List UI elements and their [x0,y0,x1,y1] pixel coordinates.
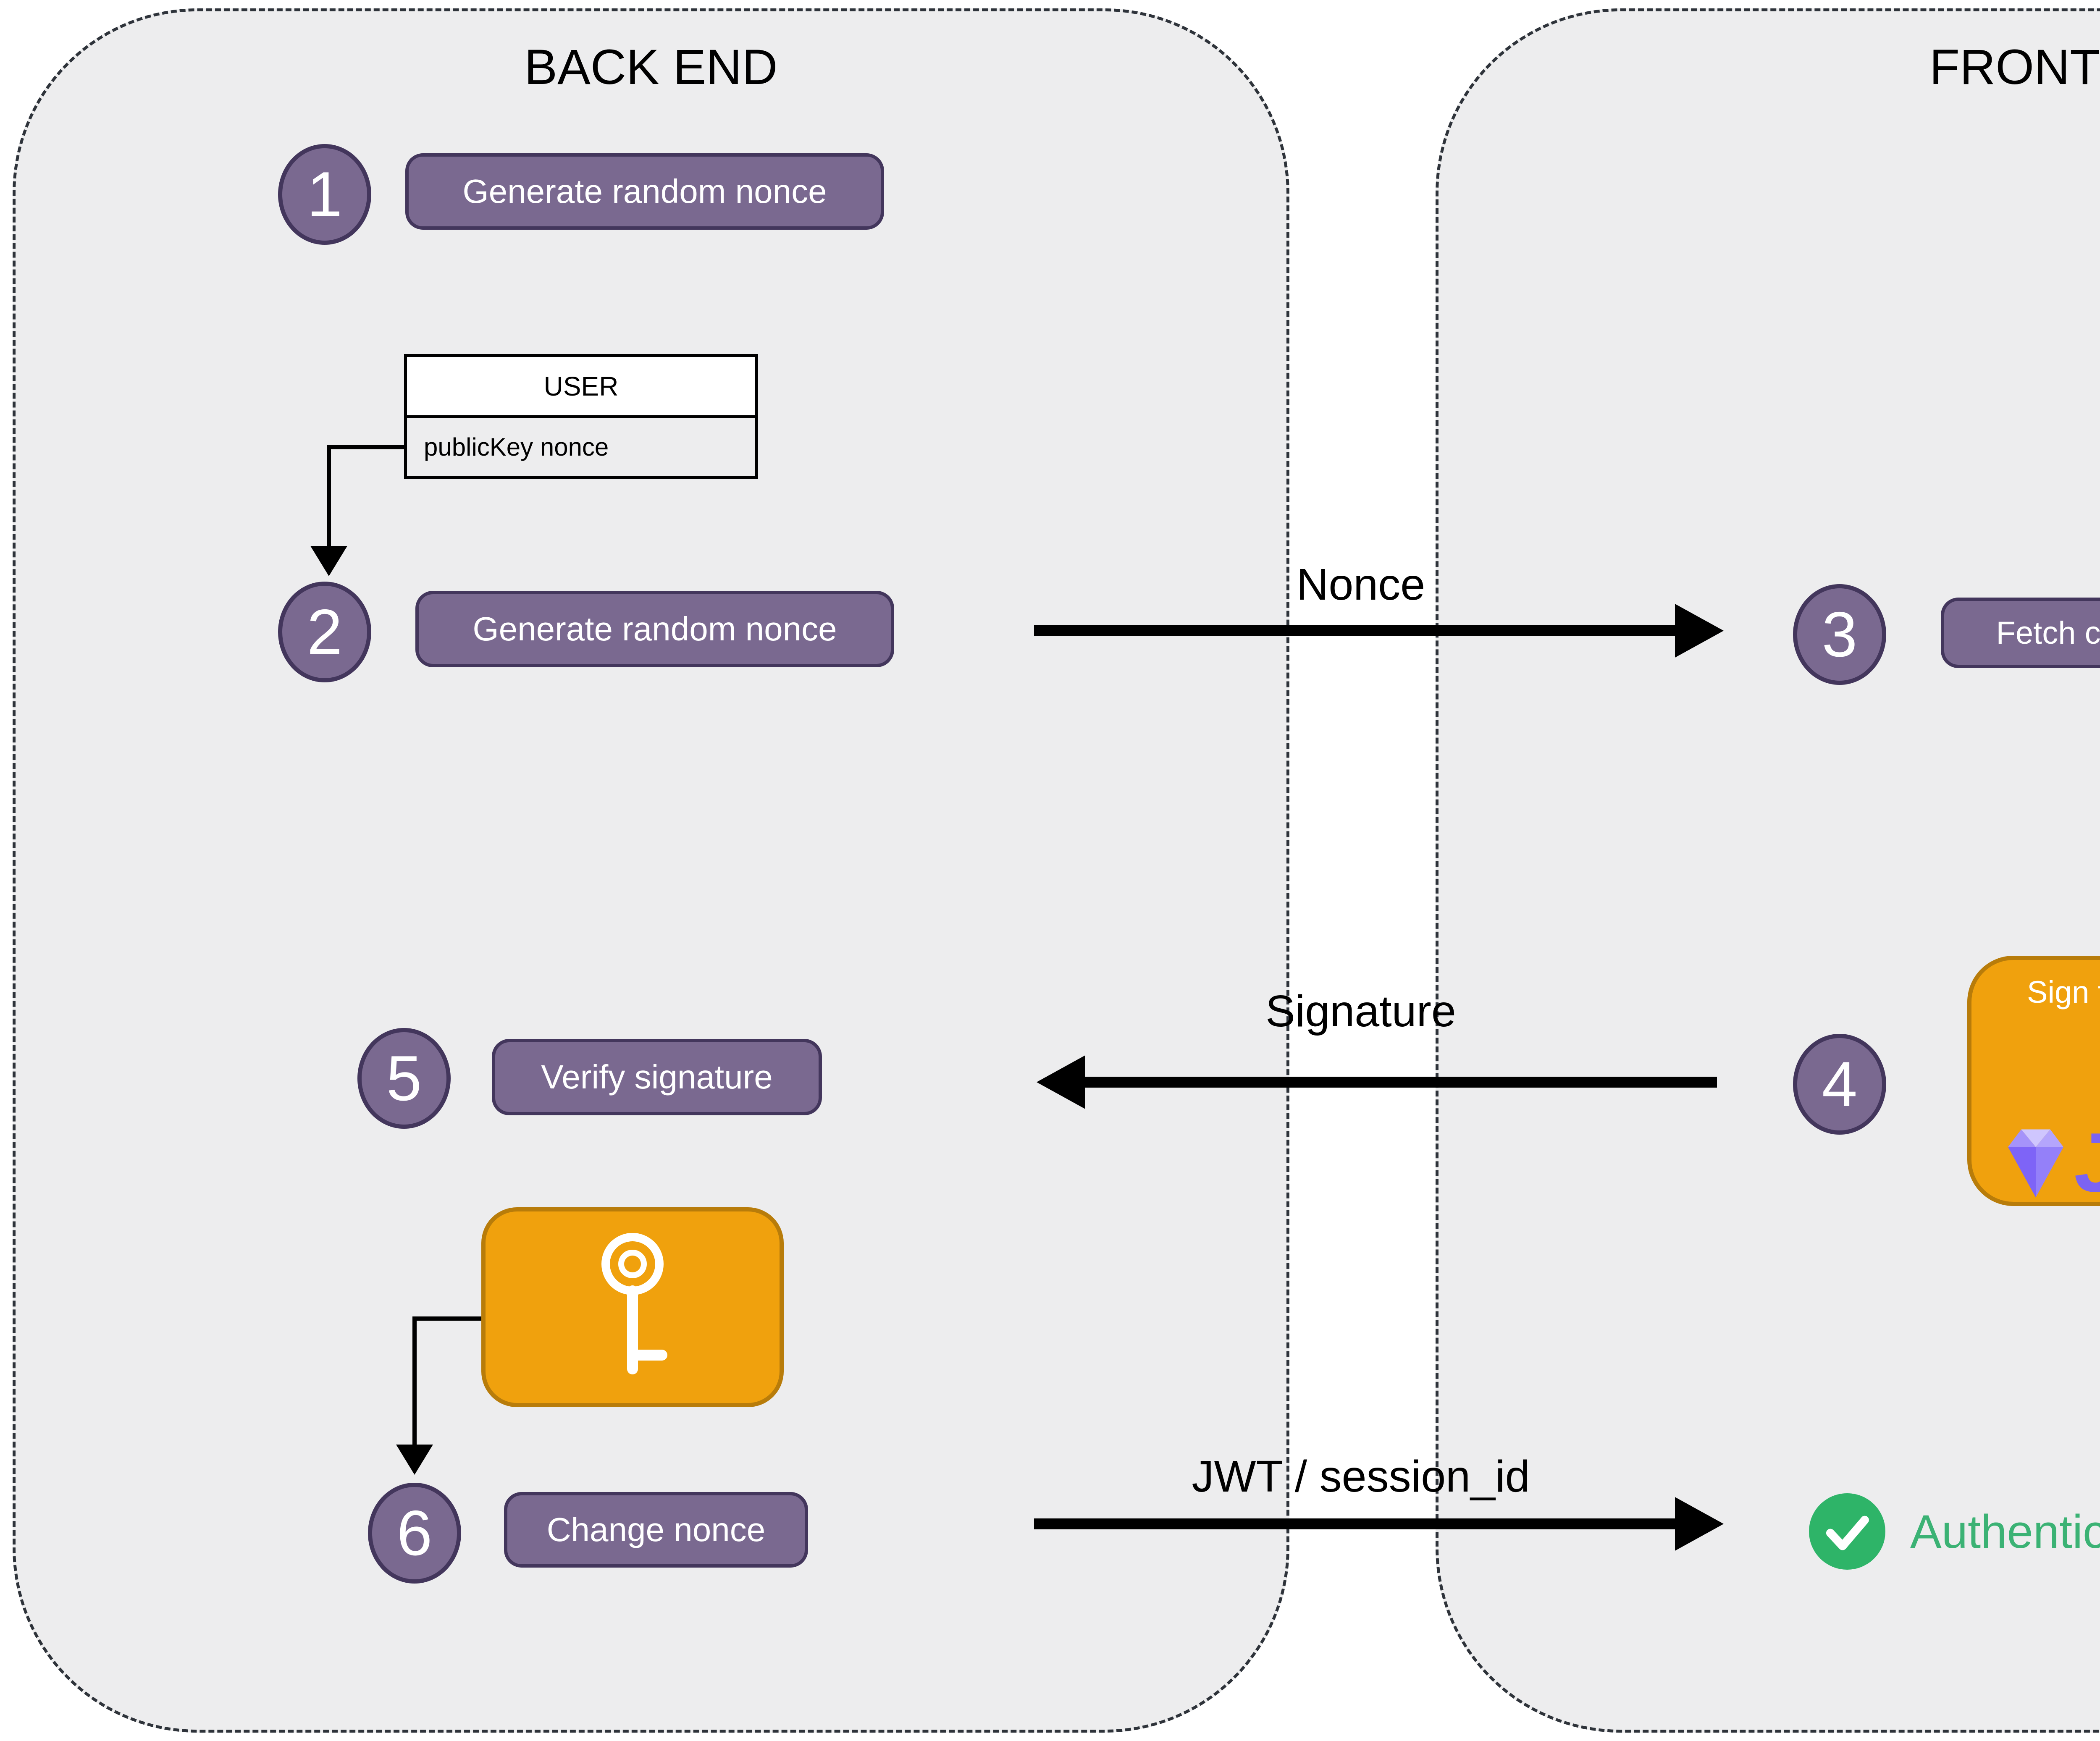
step5-badge: 5 [357,1028,451,1129]
signature-arrow-label: Signature [1265,986,1456,1036]
nonce-arrow-label: Nonce [1296,560,1425,609]
user-table: USER publicKey nonce [404,354,758,479]
step6-label: Change nonce [546,1511,766,1548]
step2-badge: 2 [278,582,371,682]
jwt-arrow-label: JWT / session_id [1192,1452,1530,1501]
step1-label: Generate random nonce [462,173,827,210]
user-table-header: USER [407,357,755,418]
check-icon [1826,1516,1869,1550]
step6-badge: 6 [368,1483,461,1584]
step1-number: 1 [307,158,343,230]
step6-number: 6 [396,1497,433,1569]
sign-nonce-title: Sign the nonce [2027,975,2100,1009]
authenticated-status-circle [1809,1493,1885,1570]
key-icon [601,1233,667,1374]
step1-badge: 1 [278,144,371,245]
step6-node: Change nonce [504,1492,808,1568]
step3-badge: 3 [1793,584,1886,685]
backend-panel-title: BACK END [524,39,778,95]
step1-node: Generate random nonce [405,153,884,230]
user-table-row: publicKey nonce [424,433,609,461]
step2-number: 2 [307,596,343,668]
step4-badge: 4 [1793,1034,1886,1135]
frontend-panel [1436,8,2100,1733]
step5-label: Verify signature [541,1058,773,1096]
step4-number: 4 [1822,1048,1858,1120]
step2-node: Generate random nonce [415,591,894,667]
frontend-panel-title: FRONT END [1929,39,2100,95]
step3-node: Fetch current n once [1941,598,2100,668]
step3-label: Fetch current n once [1996,615,2100,651]
step5-node: Verify signature [492,1039,822,1115]
step3-number: 3 [1822,598,1858,670]
step5-number: 5 [386,1042,422,1114]
gem-icon [2008,1129,2063,1198]
joule-wordmark: Joule [2074,1115,2100,1209]
step2-label: Generate random nonce [472,610,837,648]
authenticated-status-label: Authenticated [1910,1505,2100,1558]
backend-panel [13,8,1289,1733]
